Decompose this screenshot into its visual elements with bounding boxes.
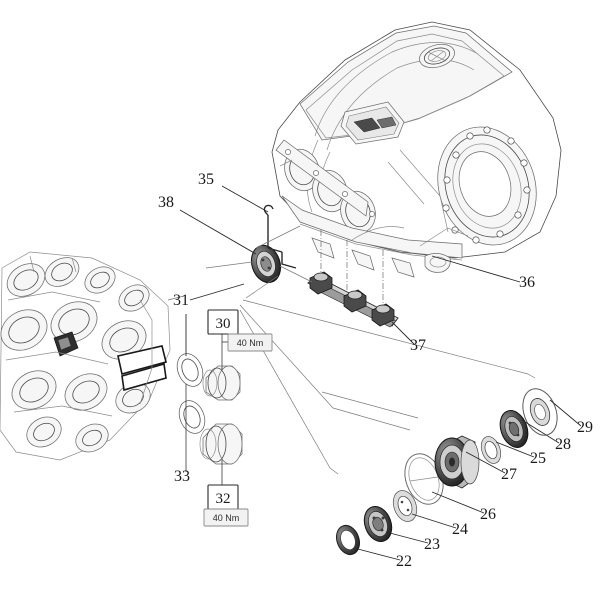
callout-36: 36 <box>519 274 535 291</box>
callout-26: 26 <box>480 506 496 523</box>
torque-value-32: 40 Nm <box>213 513 240 523</box>
leader-lines <box>179 185 582 561</box>
part-32-valve-plug-lower <box>199 423 243 465</box>
boxed-callout-32: 32 40 Nm <box>203 484 249 527</box>
part-28-roller-bearing <box>499 410 529 448</box>
torque-box-32 <box>203 508 249 527</box>
callout-23: 23 <box>424 536 440 553</box>
callout-28: 28 <box>555 436 571 453</box>
part-26-o-ring-large <box>404 453 444 505</box>
boxed-callout-30: 30 40 Nm <box>207 309 273 352</box>
boxed-callout-32-number: 32 <box>216 491 231 507</box>
callout-25: 25 <box>530 450 546 467</box>
boxed-callout-30-number: 30 <box>216 316 231 332</box>
callout-31: 31 <box>173 292 189 309</box>
part-25-retaining-washer <box>480 436 502 464</box>
callout-24: 24 <box>452 521 468 538</box>
callout-37: 37 <box>410 337 426 354</box>
callout-33: 33 <box>174 468 190 485</box>
torque-box-30 <box>227 333 273 352</box>
part-24-spacer-washer <box>392 490 418 522</box>
part-27-bearing-carrier <box>434 435 480 489</box>
callout-labels: 22 23 24 25 26 27 28 29 31 33 35 36 37 3… <box>158 171 593 570</box>
callout-38: 38 <box>158 194 174 211</box>
callout-35: 35 <box>198 171 214 188</box>
torque-value-30: 40 Nm <box>237 338 264 348</box>
part-31-o-ring-upper <box>176 353 204 387</box>
part-30-valve-plug-upper <box>202 365 241 401</box>
part-35-retaining-clip <box>263 204 297 269</box>
part-22-seal-ring <box>336 524 360 556</box>
part-29-end-washer <box>522 388 558 436</box>
part-36-crankcase-housing <box>271 21 562 278</box>
callout-27: 27 <box>501 466 517 483</box>
callout-22: 22 <box>396 553 412 570</box>
part-34-pump-head <box>0 251 171 461</box>
part-23-ball-bearing <box>363 506 393 542</box>
part-33-o-ring-lower <box>178 400 206 434</box>
part-37-mounting-rail <box>307 271 399 328</box>
callout-29: 29 <box>577 419 593 436</box>
